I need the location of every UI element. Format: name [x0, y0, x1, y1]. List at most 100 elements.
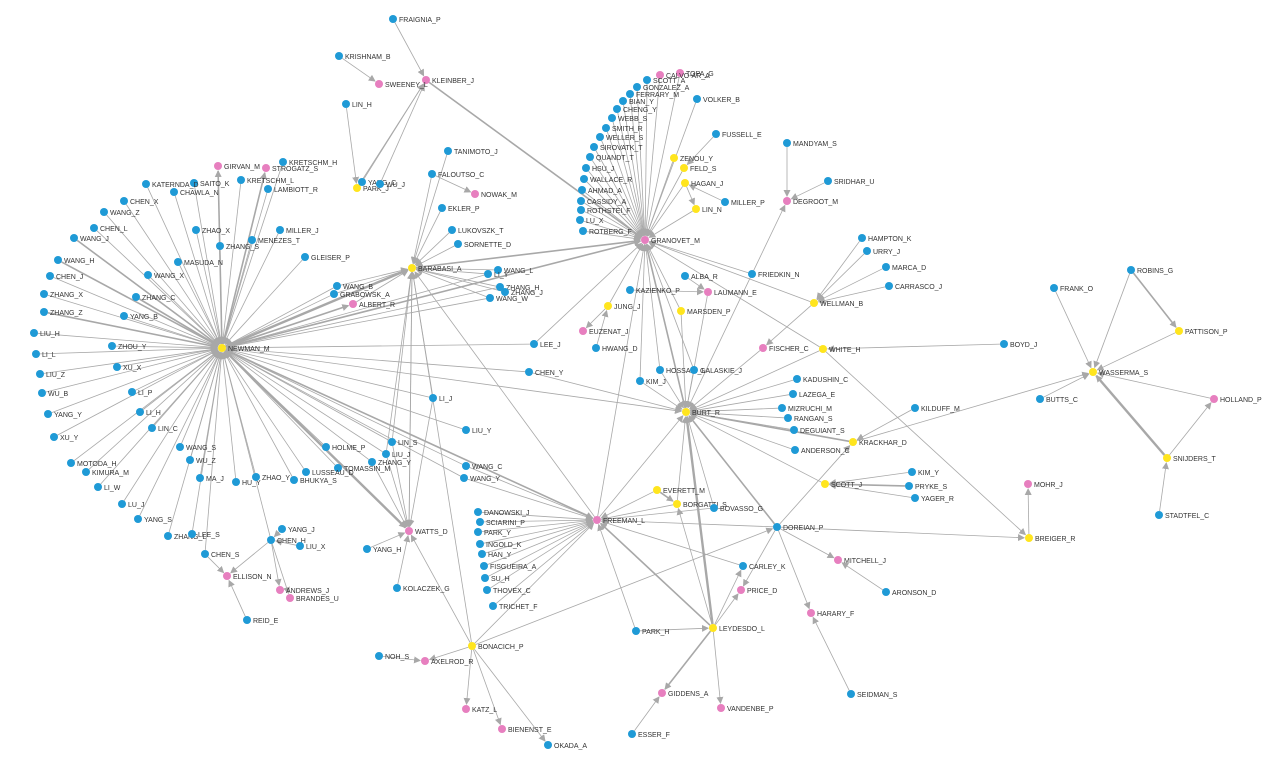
node-zhang_h[interactable]: ZHANG_H [496, 283, 539, 292]
node-dot-feld[interactable] [680, 164, 688, 172]
node-white[interactable]: WHITE_H [819, 345, 861, 354]
node-jung[interactable]: JUNG_J [604, 302, 640, 311]
node-snijders[interactable]: SNIJDERS_T [1163, 454, 1217, 463]
node-dot-weller[interactable] [596, 133, 604, 141]
node-dot-yang_h[interactable] [363, 545, 371, 553]
node-dot-han_y[interactable] [478, 550, 486, 558]
node-dot-lin_n[interactable] [692, 205, 700, 213]
node-lukovszk[interactable]: LUKOVSZK_T [448, 226, 504, 235]
node-dot-euzenat[interactable] [579, 327, 587, 335]
node-dot-trichet[interactable] [489, 602, 497, 610]
node-dot-rotberg[interactable] [579, 227, 587, 235]
node-axelrod[interactable]: AXELROD_R [421, 657, 473, 666]
node-dot-fraignia[interactable] [389, 15, 397, 23]
node-ferrary[interactable]: FERRARY_M [626, 90, 679, 99]
node-wu_j[interactable]: WU_J [376, 180, 405, 189]
node-dot-andrews[interactable] [276, 586, 284, 594]
node-holland[interactable]: HOLLAND_P [1210, 395, 1262, 404]
node-wellman[interactable]: WELLMAN_B [810, 299, 864, 308]
node-wallace[interactable]: WALLACE_R [580, 175, 632, 184]
node-dot-cassidy[interactable] [577, 197, 585, 205]
node-fischer[interactable]: FISCHER_C [759, 344, 809, 353]
node-aronson[interactable]: ARONSON_D [882, 588, 936, 597]
node-xu_y[interactable]: XU_Y [50, 433, 79, 442]
node-stadtfel[interactable]: STADTFEL_C [1155, 511, 1209, 520]
node-dot-zenou[interactable] [670, 154, 678, 162]
node-dot-granovet[interactable] [641, 236, 649, 244]
node-danowski[interactable]: DANOWSKI_J [474, 508, 530, 517]
node-dot-marsden[interactable] [677, 307, 685, 315]
node-dot-lee_s[interactable] [188, 530, 196, 538]
node-liu_h[interactable]: LIU_H [30, 329, 60, 338]
node-dot-zhang_h[interactable] [496, 283, 504, 291]
node-zhang_z[interactable]: ZHANG_Z [40, 308, 83, 317]
node-breiger[interactable]: BREIGER_R [1025, 534, 1075, 543]
node-grabowsk[interactable]: GRABOWSK_A [330, 290, 390, 299]
node-chen_s[interactable]: CHEN_S [201, 550, 240, 559]
node-hsu[interactable]: HSU_J [582, 164, 614, 173]
node-carley[interactable]: CARLEY_K [739, 562, 786, 571]
node-dot-liu_x[interactable] [296, 542, 304, 550]
node-dot-webb[interactable] [608, 114, 616, 122]
node-dot-li_w[interactable] [94, 483, 102, 491]
node-dot-wang_s[interactable] [176, 443, 184, 451]
node-dot-noh[interactable] [375, 652, 383, 660]
node-wang_h[interactable]: WANG_H [54, 256, 94, 265]
node-bienenst[interactable]: BIENENST_E [498, 725, 552, 734]
node-bovasso[interactable]: BOVASSO_G [710, 504, 763, 513]
node-mohr[interactable]: MOHR_J [1024, 480, 1063, 489]
node-dot-yang_y[interactable] [44, 410, 52, 418]
node-dot-li_p[interactable] [128, 388, 136, 396]
node-dot-yang_c[interactable] [358, 178, 366, 186]
node-dot-esser[interactable] [628, 730, 636, 738]
node-reid[interactable]: REID_E [243, 616, 279, 625]
node-dot-ellison[interactable] [223, 572, 231, 580]
node-dot-sciarini[interactable] [476, 518, 484, 526]
node-lu_x[interactable]: LU_X [576, 216, 604, 225]
node-mizruchi[interactable]: MIZRUCHI_M [778, 404, 832, 413]
node-dot-laumann[interactable] [704, 288, 712, 296]
node-wang_b[interactable]: WANG_B [333, 282, 373, 291]
node-marca[interactable]: MARCA_D [882, 263, 926, 272]
node-dot-kazienko[interactable] [626, 286, 634, 294]
node-li_y[interactable]: LI_Y [484, 270, 509, 279]
node-lee_j[interactable]: LEE_J [530, 340, 561, 349]
node-zhang_s[interactable]: ZHANG_S [216, 242, 259, 251]
node-dot-li_j[interactable] [429, 394, 437, 402]
node-wang_l[interactable]: WANG_L [494, 266, 533, 275]
node-harary[interactable]: HARARY_F [807, 609, 854, 618]
node-dot-tanimoto[interactable] [444, 147, 452, 155]
node-dot-quandt[interactable] [586, 153, 594, 161]
node-dot-wang_z[interactable] [100, 208, 108, 216]
node-dot-rothstei[interactable] [577, 206, 585, 214]
node-krishnam[interactable]: KRISHNAM_B [335, 52, 391, 61]
node-dot-vandenbe[interactable] [717, 704, 725, 712]
node-dot-reid[interactable] [243, 616, 251, 624]
node-dot-mandyam[interactable] [783, 139, 791, 147]
node-liu_x[interactable]: LIU_X [296, 542, 326, 551]
node-dot-snijders[interactable] [1163, 454, 1171, 462]
node-scott_a[interactable]: SCOTT_A [643, 76, 686, 85]
node-dot-wasserma[interactable] [1089, 368, 1097, 376]
node-liu_j[interactable]: LIU_J [382, 450, 410, 459]
node-quandt[interactable]: QUANDT_T [586, 153, 634, 162]
node-dot-smith[interactable] [602, 124, 610, 132]
node-wang_y[interactable]: WANG_Y [460, 474, 500, 483]
node-tomassin[interactable]: TOMASSIN_M [334, 464, 390, 473]
node-ellison[interactable]: ELLISON_N [223, 572, 272, 581]
node-dot-lambiott[interactable] [264, 185, 272, 193]
node-dot-lukovszk[interactable] [448, 226, 456, 234]
node-dot-wang_y[interactable] [460, 474, 468, 482]
node-wang_z[interactable]: WANG_Z [100, 208, 140, 217]
node-dot-volker[interactable] [693, 95, 701, 103]
node-price[interactable]: PRICE_D [737, 586, 777, 595]
node-kolaczek[interactable]: KOLACZEK_G [393, 584, 450, 593]
node-pryke[interactable]: PRYKE_S [905, 482, 947, 491]
node-alba[interactable]: ALBA_R [681, 272, 718, 281]
node-rothstei[interactable]: ROTHSTEI_F [577, 206, 631, 215]
node-dot-zhao_y[interactable] [252, 473, 260, 481]
node-scott_j[interactable]: SCOTT_J [821, 480, 862, 489]
node-dot-su_h[interactable] [481, 574, 489, 582]
node-dot-topa[interactable] [676, 69, 684, 77]
node-esser[interactable]: ESSER_F [628, 730, 670, 739]
